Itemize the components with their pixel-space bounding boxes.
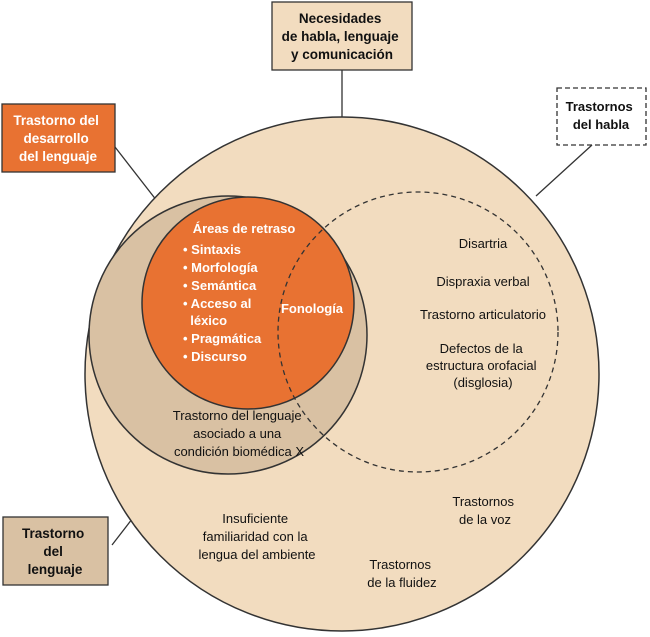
delay-areas: Áreas de retraso • Sintaxis • Morfología… — [183, 221, 344, 364]
speech-item-dispraxia: Dispraxia verbal — [436, 274, 529, 289]
speech-disorder-items: Disartria Dispraxia verbal Trastorno art… — [420, 236, 546, 390]
speech-item-disartria: Disartria — [459, 236, 508, 251]
svg-text:Trastorno del leng: Trastorno del lenguaje — [22, 526, 88, 577]
box-tdl: Trastorno del desarrollo del lenguaje — [1, 103, 116, 173]
delay-item: • Discurso — [183, 349, 247, 364]
box-necesidades-line: Necesidades — [299, 11, 382, 26]
outer-items: Trastornos de la voz Trastornos de la fl… — [198, 494, 517, 590]
svg-text:Necesidades de habla, le: Necesidades de habla, lenguaje y comunic… — [282, 11, 403, 62]
fonologia-label: Fonología — [281, 301, 344, 316]
box-necesidades: Necesidades de habla, lenguaje y comunic… — [271, 1, 413, 71]
box-tdl-line: del lenguaje — [19, 149, 98, 164]
speech-disorders-circle — [277, 191, 559, 473]
box-trastornos-habla: Trastornos del habla — [556, 87, 647, 146]
box-habla-line: Trastornos — [566, 99, 633, 114]
box-lenguaje-line: Trastorno — [22, 526, 84, 541]
delay-item: léxico — [183, 313, 227, 328]
delay-item: • Pragmática — [183, 331, 262, 346]
delay-areas-title: Áreas de retraso — [193, 221, 296, 236]
box-necesidades-line: de habla, lenguaje — [282, 29, 400, 44]
box-trastorno-lenguaje: Trastorno del lenguaje — [2, 516, 109, 586]
box-habla-line: del habla — [573, 117, 630, 132]
outer-item-voz: Trastornos de la voz — [452, 494, 517, 527]
svg-text:Trastornos del habla: Trastornos del habla — [566, 99, 637, 132]
delay-item: • Semántica — [183, 278, 257, 293]
outer-item-fluidez: Trastornos de la fluidez — [367, 557, 436, 590]
outer-item-familiaridad: Insuficiente familiaridad con la lengua … — [198, 511, 315, 562]
box-tdl-line: Trastorno del — [13, 113, 99, 128]
box-lenguaje-line: lenguaje — [28, 562, 83, 577]
speech-item-defectos: Defectos de la estructura orofacial (dis… — [426, 341, 540, 390]
speech-item-articulatorio: Trastorno articulatorio — [420, 307, 546, 322]
delay-item: • Sintaxis — [183, 242, 241, 257]
delay-item: • Acceso al — [183, 296, 251, 311]
box-lenguaje-line: del — [43, 544, 63, 559]
svg-text:Trastorno del desarrollo: Trastorno del desarrollo del lenguaje — [13, 113, 102, 164]
connector-habla — [535, 144, 593, 197]
box-tdl-line: desarrollo — [23, 131, 88, 146]
box-necesidades-line: y comunicación — [291, 47, 393, 62]
delay-item: • Morfología — [183, 260, 258, 275]
delay-areas-circle — [141, 196, 355, 410]
biomedical-label: Trastorno del lenguaje asociado a una co… — [173, 408, 306, 459]
